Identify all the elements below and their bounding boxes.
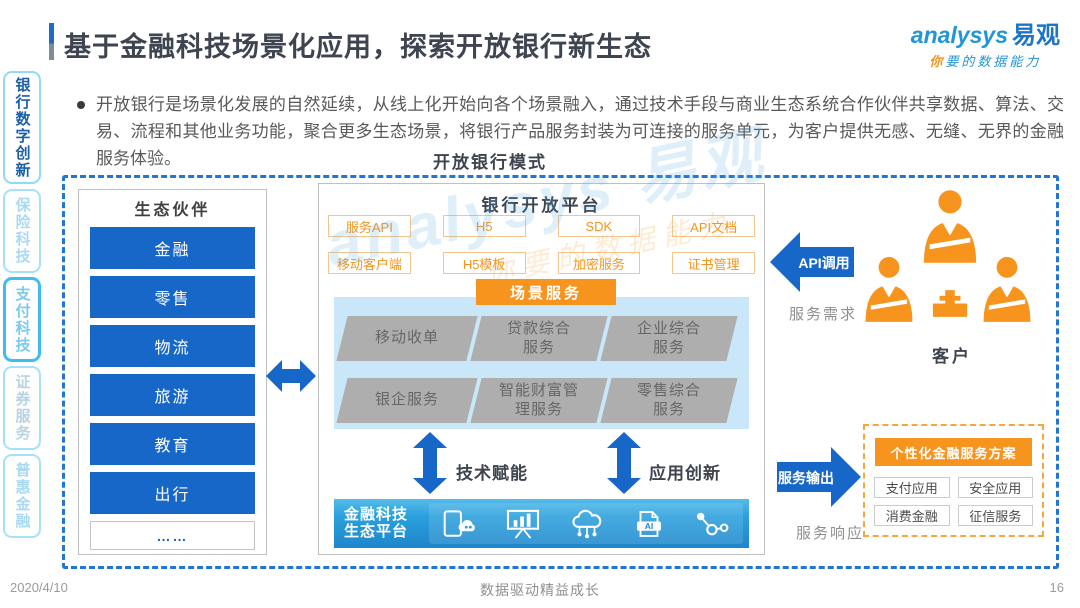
api-call-arrow: API调用 [770,227,854,297]
fintech-icons: AI [429,503,743,544]
partner-item: 出行 [90,472,255,514]
sidebar-tab-securities: 证券服务 [3,366,41,450]
partner-item: 金融 [90,227,255,269]
capability-item: 证书管理 [672,252,755,274]
ecosystem-partners-box: 生态伙伴 金融 零售 物流 旅游 教育 出行 …… [78,189,267,555]
cloud-network-icon [572,509,602,538]
businessman-icon [865,256,913,322]
scene-service-item: 银企服务 [336,378,478,423]
partner-more-item: …… [90,521,255,550]
platform-title: 银行开放平台 [481,196,602,215]
footer-date: 2020/4/10 [10,580,68,595]
sidebar-tab-insurtech: 保险科技 [3,189,41,273]
tech-enablement-label: 技术赋能 [456,464,528,483]
capability-item: 服务API [328,215,411,237]
scene-service-item: 移动收单 [336,316,478,361]
right-block-arrow-icon [777,447,861,507]
intro-paragraph: 开放银行是场景化发展的自然延续，从线上化开始向各个场景融入，通过技术手段与商业生… [96,95,1064,168]
scene-service-item: 企业综合 服务 [600,316,738,361]
fintech-platform-bar: 金融科技 生态平台 [334,499,749,548]
vertical-double-arrow-icon [413,432,447,494]
scene-service-item: 贷款综合 服务 [470,316,608,361]
fintech-platform-title: 金融科技 生态平台 [344,506,409,540]
bidirectional-arrow-icon [266,360,316,392]
partner-item: 旅游 [90,374,255,416]
scene-service-item: 智能财富管 理服务 [470,378,608,423]
brand-cn: 易观 [1012,22,1060,49]
podium-icon [932,290,968,317]
solution-item: 征信服务 [957,505,1033,526]
service-response-label: 服务响应 [796,525,865,542]
partner-item: 物流 [90,325,255,367]
capability-item: 移动客户端 [328,252,411,274]
bank-open-platform-box: 银行开放平台 服务API H5 SDK API文档 移动客户端 H5模板 加密服… [318,183,765,555]
partners-title: 生态伙伴 [134,202,211,219]
sidebar-tab-inclusive-finance: 普惠金融 [3,454,41,538]
solution-title: 个性化金融服务方案 [875,438,1032,466]
capability-item: 加密服务 [557,252,641,274]
share-network-icon [696,512,729,535]
customers-group: 客户 [852,186,1052,366]
vertical-double-arrow-icon [607,432,641,494]
sidebar-tab-paytech: 支付科技 [3,277,41,362]
svg-text:AI: AI [645,521,654,531]
title-accent-bar [49,23,54,60]
left-block-arrow-icon [770,232,854,292]
businessman-icon [983,256,1031,322]
ai-document-icon: AI [637,510,661,537]
app-innovation-label: 应用创新 [649,464,721,483]
page-title: 基于金融科技场景化应用，探索开放银行新生态 [64,32,652,62]
brand-latin: analysys [910,22,1008,48]
bullet-dot [77,101,85,109]
scene-service-item: 零售综合 服务 [600,378,738,423]
sidebar-tab-bank-digital: 银行数字创新 [3,71,41,184]
solution-item: 安全应用 [957,477,1033,498]
partner-item: 教育 [90,423,255,465]
diagram-frame [62,175,1059,569]
presentation-chart-icon [506,509,540,539]
capability-grid: 服务API H5 SDK API文档 移动客户端 H5模板 加密服务 证书管理 [328,215,755,274]
capability-item: SDK [557,215,641,237]
partner-item: 零售 [90,276,255,318]
capability-item: H5模板 [442,252,526,274]
brand-tagline: 你要的数据能力 [929,54,1042,69]
scene-services-panel: 移动收单 贷款综合 服务 企业综合 服务 银企服务 智能财富管 理服务 零售综合… [334,297,749,429]
footer-slogan: 数据驱动精益成长 [480,582,600,598]
scene-services-header: 场景服务 [476,279,616,305]
api-call-label: API调用 [798,255,850,271]
solution-grid: 支付应用 安全应用 消费金融 征信服务 [874,477,1033,526]
customer-label: 客户 [932,347,972,366]
solution-item: 消费金融 [874,505,950,526]
businessman-icon [923,190,977,263]
capability-item: H5 [442,215,526,237]
personalized-solution-box: 个性化金融服务方案 支付应用 安全应用 消费金融 征信服务 [863,424,1044,537]
service-demand-label: 服务需求 [789,306,858,323]
capability-item: API文档 [672,215,755,237]
solution-item: 支付应用 [874,477,950,498]
service-output-arrow: 服务输出 [777,442,861,512]
diagram-title: 开放银行模式 [433,153,547,172]
footer-page-number: 16 [1049,580,1064,595]
service-output-label: 服务输出 [778,470,834,486]
mobile-payment-icon [443,509,475,537]
